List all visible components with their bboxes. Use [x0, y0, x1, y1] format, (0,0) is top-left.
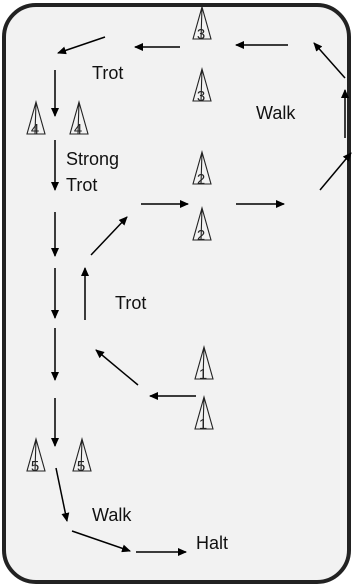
cone-number: 1 [199, 416, 207, 433]
cone-2a: 2 [192, 149, 212, 188]
cone-number: 2 [197, 171, 205, 188]
cone-number: 5 [31, 458, 39, 475]
arrow [57, 36, 106, 55]
cone-number: 3 [197, 88, 205, 105]
label-strong-trot: Trot [66, 175, 97, 195]
label-halt: Halt [196, 533, 228, 553]
cone-number: 4 [31, 121, 39, 138]
cone-3b: 3 [192, 66, 212, 105]
cone-3a: 3 [192, 4, 212, 43]
cone-1a: 1 [194, 344, 214, 383]
arrow [55, 467, 70, 522]
cone-1b: 1 [194, 394, 214, 433]
cone-number: 3 [197, 26, 205, 43]
label-walk-bottom: Walk [92, 505, 132, 525]
arrow [313, 42, 346, 79]
label-trot-mid: Trot [115, 293, 146, 313]
arrow [319, 152, 352, 191]
label-walk-right: Walk [256, 103, 296, 123]
route-arrows [51, 36, 352, 556]
cone-4b: 4 [69, 99, 89, 138]
cone-number: 4 [74, 121, 82, 138]
cone-5b: 5 [72, 436, 92, 475]
arrow [71, 530, 131, 553]
arena-boundary [2, 3, 351, 584]
cone-number: 1 [199, 366, 207, 383]
cone-5a: 5 [26, 436, 46, 475]
arrow [95, 349, 139, 386]
cone-4a: 4 [26, 99, 46, 138]
label-trot-top: Trot [92, 63, 123, 83]
cone-number: 5 [77, 458, 85, 475]
cone-2b: 2 [192, 205, 212, 244]
arrow [90, 216, 128, 256]
label-strong: Strong [66, 149, 119, 169]
cone-number: 2 [197, 227, 205, 244]
